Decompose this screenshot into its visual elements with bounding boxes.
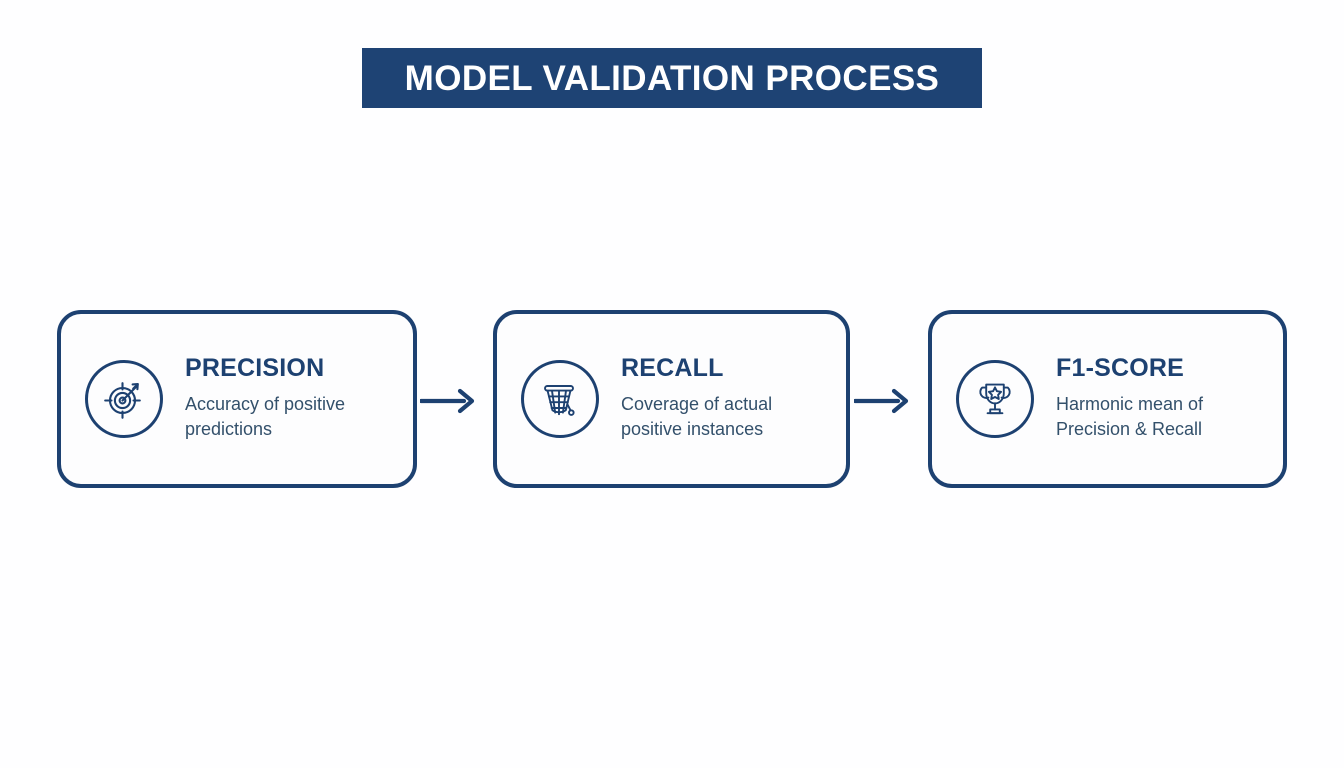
trophy-icon (973, 377, 1017, 421)
page-title: MODEL VALIDATION PROCESS (404, 58, 940, 98)
step-description: Coverage of actual positive instances (621, 393, 773, 440)
flow-step-recall[interactable]: RECALL Coverage of actual positive insta… (493, 310, 850, 488)
flow-step-f1-score[interactable]: F1-SCORE Harmonic mean of Precision & Re… (928, 310, 1287, 488)
process-flow: PRECISION Accuracy of positive predictio… (0, 310, 1344, 490)
icon-badge (521, 360, 599, 438)
step-description: Harmonic mean of Precision & Recall (1056, 393, 1204, 440)
step-title: PRECISION (185, 354, 325, 383)
target-icon (102, 377, 146, 421)
net-icon (538, 377, 582, 421)
flow-step-precision[interactable]: PRECISION Accuracy of positive predictio… (57, 310, 417, 488)
step-description: Accuracy of positive predictions (185, 393, 346, 440)
step-text-block: RECALL Coverage of actual positive insta… (621, 355, 836, 443)
step-text-block: F1-SCORE Harmonic mean of Precision & Re… (1056, 355, 1271, 443)
flow-arrow-1 (418, 388, 478, 414)
step-title: RECALL (621, 354, 724, 383)
title-banner: MODEL VALIDATION PROCESS (362, 48, 982, 108)
flow-arrow-2 (852, 388, 912, 414)
icon-badge (956, 360, 1034, 438)
step-title: F1-SCORE (1056, 354, 1185, 383)
step-text-block: PRECISION Accuracy of positive predictio… (185, 355, 400, 443)
icon-badge (85, 360, 163, 438)
